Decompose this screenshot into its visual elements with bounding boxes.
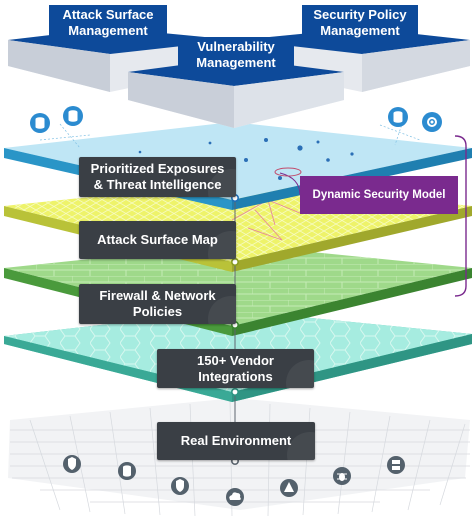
settings-icon bbox=[422, 112, 442, 132]
shield-icon bbox=[171, 477, 189, 495]
floating-layer-icons bbox=[30, 106, 442, 133]
attack-surface-map-label-text: Attack Surface Map bbox=[97, 232, 218, 247]
attack-surface-map-label: Attack Surface Map bbox=[79, 221, 236, 259]
database-icon bbox=[118, 462, 136, 480]
warning-icon bbox=[280, 479, 298, 497]
exposures-label: Prioritized Exposures & Threat Intellige… bbox=[79, 157, 236, 197]
database-icon bbox=[30, 113, 50, 133]
shield-icon bbox=[63, 455, 81, 473]
dynamic-security-model-callout: Dynamic Security Model bbox=[300, 176, 458, 214]
attack-surface-management-label: Attack Surface Management bbox=[49, 5, 167, 41]
dsm-bracket bbox=[274, 135, 467, 297]
firewall-policies-label: Firewall & Network Policies bbox=[79, 284, 236, 324]
vendor-integrations-label: 150+ Vendor Integrations bbox=[157, 349, 314, 388]
cloud-icon bbox=[226, 488, 244, 506]
vendor-integrations-label-text: 150+ Vendor Integrations bbox=[197, 352, 274, 384]
firewall-policies-label-text: Firewall & Network Policies bbox=[99, 288, 216, 319]
exposures-label-text: Prioritized Exposures & Threat Intellige… bbox=[90, 161, 225, 192]
database-icon bbox=[388, 107, 408, 127]
environment-icons bbox=[63, 455, 405, 506]
database-icon bbox=[63, 106, 83, 126]
server-icon bbox=[387, 456, 405, 474]
vulnerability-management-label: Vulnerability Management bbox=[178, 37, 294, 73]
security-policy-management-label: Security Policy Management bbox=[302, 5, 418, 41]
real-environment-label: Real Environment bbox=[157, 422, 315, 460]
real-environment-label-text: Real Environment bbox=[180, 433, 292, 448]
bug-icon bbox=[333, 467, 351, 485]
